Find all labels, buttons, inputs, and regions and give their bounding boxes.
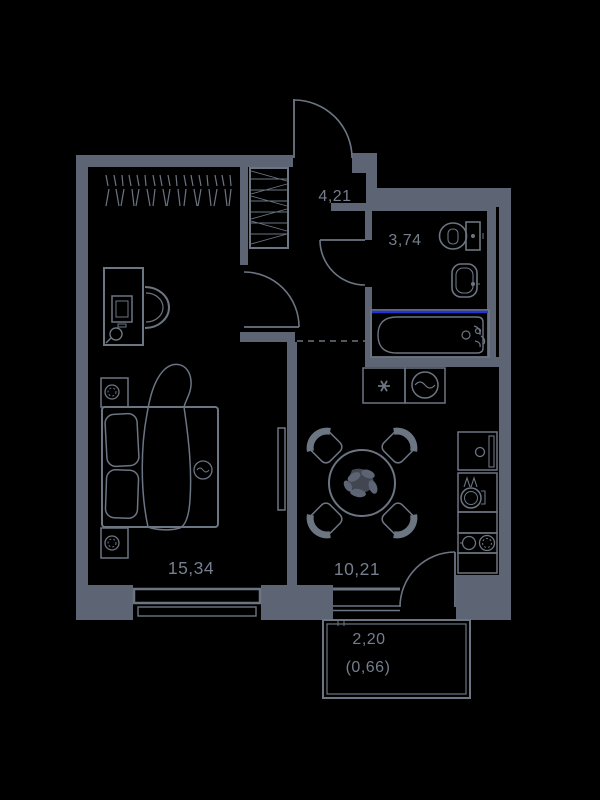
wall-bathroom-right: [487, 207, 496, 367]
bed-decor-icon: [193, 460, 213, 480]
fridge-icon: [457, 431, 498, 471]
wall-bottom-left: [76, 585, 133, 620]
balcony-reduced-area-label: (0,66): [346, 659, 391, 676]
dining-chair-icon: [381, 502, 418, 539]
tub-faucet-icon: [473, 325, 486, 348]
wall-bedroom-jog: [240, 332, 295, 342]
tub-drain-icon: [461, 330, 471, 340]
blanket-icon: [141, 363, 192, 531]
kitchen-area-label: 10,21: [334, 559, 380, 579]
bedroom-area-label: 15,34: [168, 558, 214, 578]
wall-top-right: [366, 188, 511, 207]
bedroom-furniture: [100, 167, 289, 559]
desk-lamp-icon: [109, 327, 123, 341]
kitchen-furniture: [306, 367, 498, 574]
nightstand-bottom-icon: [100, 527, 129, 559]
walls: [76, 153, 511, 620]
pillow-icon: [104, 469, 140, 519]
bedroom-door: [243, 271, 300, 328]
dining-chair-icon: [306, 502, 343, 539]
wall-right-outer: [499, 188, 511, 620]
dining-chair-icon: [306, 427, 343, 464]
wall-top: [76, 155, 293, 167]
nightstand-top-icon: [100, 377, 129, 408]
counter-hob-cell: [362, 367, 406, 404]
kitchen-window: [333, 587, 400, 626]
balcony-door: [399, 551, 456, 608]
balcony-area-label: 2,20: [352, 631, 385, 648]
wall-bathroom-bottom: [365, 357, 511, 367]
kitchen-sink-icon: [404, 367, 446, 404]
bathtub-icon: [370, 309, 490, 358]
bed-icon: [101, 363, 219, 531]
windows: [132, 587, 400, 626]
entry-door: [293, 99, 353, 159]
area-labels: 4,21 3,74 15,34 10,21 2,20 (0,66): [168, 188, 421, 676]
wardrobe-icon: [249, 167, 289, 249]
bathroom-area-label: 3,74: [388, 232, 421, 249]
pillow-icon: [104, 412, 140, 468]
washer-icon: [457, 532, 498, 554]
wall-bathroom-left-upper: [365, 203, 372, 240]
dining-table-icon: [328, 449, 396, 517]
bathroom-sink-icon: [451, 263, 480, 298]
stove-icon: [457, 472, 498, 513]
hangers-icon: [105, 174, 232, 207]
wall-bedroom-kitchen: [287, 342, 297, 587]
wall-bedroom-hall: [240, 167, 248, 265]
toilet-icon: [438, 221, 484, 251]
balcony-outline: [322, 619, 471, 699]
wall-bathroom-left-lower: [365, 287, 372, 367]
plant-icon: [343, 468, 378, 498]
doors: [243, 99, 456, 608]
wall-hall-nib: [331, 203, 377, 211]
wall-bathroom-top: [372, 203, 487, 211]
bedroom-window: [132, 587, 262, 617]
monitor-icon: [111, 295, 133, 323]
dining-set: [306, 427, 418, 539]
chair-icon: [144, 286, 170, 329]
dining-chair-icon: [381, 427, 418, 464]
counter-cell: [457, 552, 498, 574]
hallway-area-label: 4,21: [318, 188, 351, 205]
wall-entry-connector: [366, 167, 377, 211]
hob-icon: [378, 380, 390, 392]
wall-bottom-mid: [261, 585, 333, 620]
wall-left: [76, 155, 88, 620]
bathroom-fixtures: [370, 221, 490, 358]
counter-cell: [457, 511, 498, 534]
tv-icon: [277, 427, 286, 511]
bathroom-door: [319, 239, 366, 286]
desk-icon: [103, 267, 144, 346]
